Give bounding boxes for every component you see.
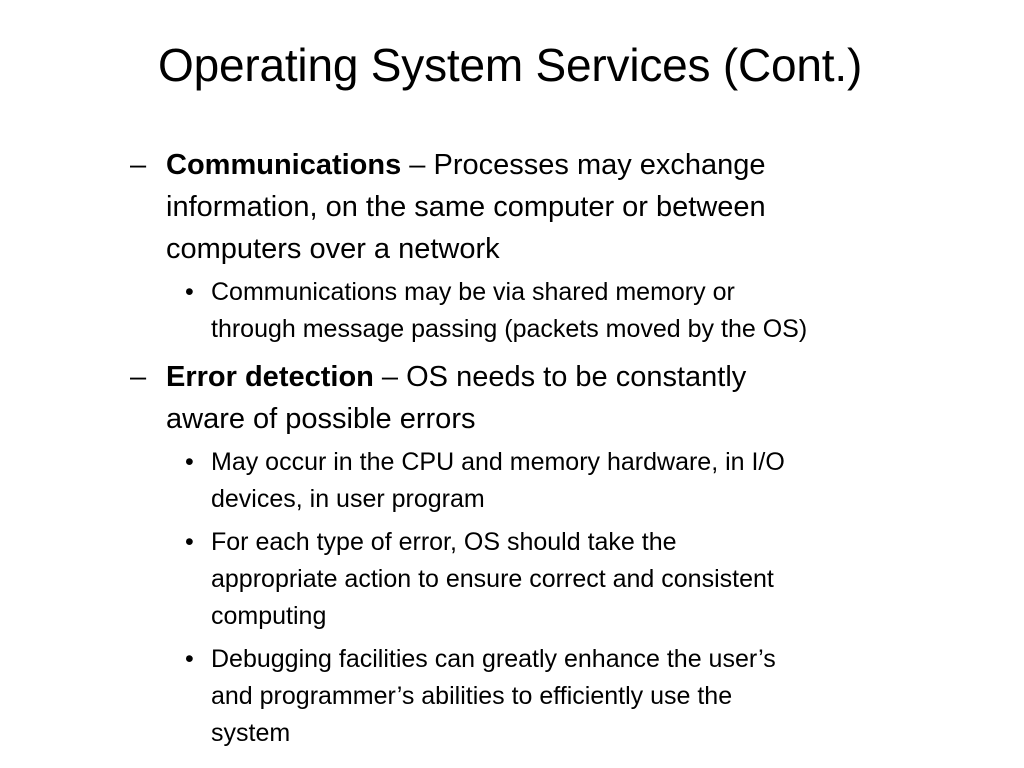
bullet-error-detection: – Error detection – OS needs to be const… bbox=[130, 356, 960, 440]
term-separator: – bbox=[373, 361, 407, 393]
sub-bullet-text-line: system bbox=[211, 719, 291, 747]
sub-bullet-text-line: Debugging facilities can greatly enhance… bbox=[211, 645, 776, 673]
sub-bullet-list: • Communications may be via shared memor… bbox=[130, 274, 960, 348]
sub-bullet-text-line: Communications may be via shared memory … bbox=[211, 278, 735, 306]
sub-bullet-text-line: computing bbox=[211, 602, 327, 630]
sub-bullet-debugging: • Debugging facilities can greatly enhan… bbox=[130, 641, 960, 752]
bullet-marker: • bbox=[185, 448, 194, 476]
bullet-communications: – Communications – Processes may exchang… bbox=[130, 144, 960, 270]
bullet-text-line: OS needs to be constantly bbox=[406, 361, 747, 393]
term-separator: – bbox=[401, 149, 434, 181]
term-communications: Communications bbox=[166, 149, 402, 181]
slide-title: Operating System Services (Cont.) bbox=[158, 39, 863, 91]
sub-bullet-shared-memory: • Communications may be via shared memor… bbox=[130, 274, 960, 348]
sub-bullet-text-line: For each type of error, OS should take t… bbox=[211, 528, 677, 556]
bullet-marker: • bbox=[185, 528, 194, 556]
bullet-marker: • bbox=[185, 645, 194, 673]
sub-bullet-text-line: through message passing (packets moved b… bbox=[211, 315, 808, 343]
sub-bullet-error-action: • For each type of error, OS should take… bbox=[130, 524, 960, 635]
sub-bullet-text-line: devices, in user program bbox=[211, 485, 485, 513]
bullet-text-line: Processes may exchange bbox=[433, 149, 766, 181]
sub-bullet-text-line: appropriate action to ensure correct and… bbox=[211, 565, 774, 593]
dash-marker: – bbox=[130, 361, 147, 393]
slide-content: – Communications – Processes may exchang… bbox=[130, 144, 960, 760]
bullet-marker: • bbox=[185, 278, 194, 306]
bullet-text-line: information, on the same computer or bet… bbox=[166, 191, 766, 223]
term-error-detection: Error detection bbox=[166, 361, 374, 393]
sub-bullet-text-line: May occur in the CPU and memory hardware… bbox=[211, 448, 785, 476]
bullet-text-line: computers over a network bbox=[166, 233, 500, 265]
sub-bullet-hardware: • May occur in the CPU and memory hardwa… bbox=[130, 444, 960, 518]
sub-bullet-list: • May occur in the CPU and memory hardwa… bbox=[130, 444, 960, 752]
bullet-text-line: aware of possible errors bbox=[166, 403, 476, 435]
sub-bullet-text-line: and programmer’s abilities to efficientl… bbox=[211, 682, 733, 710]
dash-marker: – bbox=[130, 149, 147, 181]
